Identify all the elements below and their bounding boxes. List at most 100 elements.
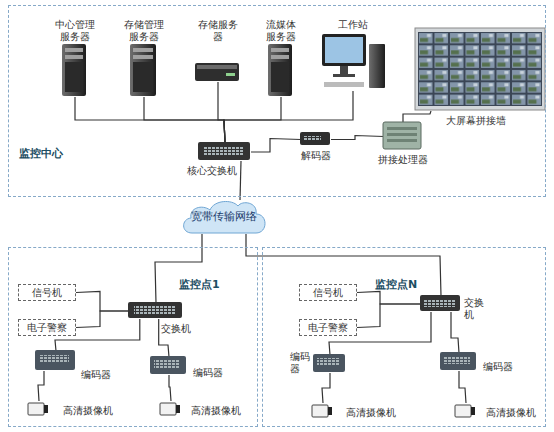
device-box: 信号机 — [18, 284, 76, 301]
workstation-icon — [325, 37, 363, 63]
workstation-icon — [340, 66, 348, 74]
device-label: 拼接处理器 — [376, 154, 430, 166]
network-switch-icon — [128, 302, 182, 318]
decoder-icon — [300, 132, 330, 145]
network-link — [331, 136, 384, 140]
network-switch-icon — [198, 142, 250, 160]
camera-node: 高清摄像机 — [456, 403, 476, 421]
workstation-node: 工作站 — [319, 33, 387, 91]
device-label: 交换机 — [464, 297, 486, 321]
device-label: 电子警察 — [19, 322, 75, 334]
storage-server-icon — [195, 63, 239, 81]
network-link — [357, 292, 421, 305]
encoder-icon — [444, 356, 470, 364]
camera-icon — [455, 405, 475, 417]
splicing-processor-icon — [387, 139, 417, 142]
camera-icon — [312, 405, 328, 417]
region-box: 监控中心中心管理服务器存储管理服务器存储服务器流媒体服务器工作站大屏幕拼接墙核心… — [8, 5, 546, 197]
tower-server-icon — [62, 44, 86, 96]
network-link — [169, 375, 171, 401]
encoder-icon — [440, 352, 476, 370]
network-link — [218, 82, 225, 143]
device-box: 电子警察 — [299, 319, 357, 336]
network-switch-icon — [420, 295, 460, 311]
device-label: 信号机 — [300, 287, 356, 299]
encoder-node: 编码器 — [314, 355, 346, 373]
device-label: 解码器 — [296, 150, 336, 162]
device-label: 交换机 — [161, 323, 201, 335]
workstation-icon — [369, 44, 385, 88]
encoder-node: 编码器 — [441, 353, 477, 371]
tower-server-icon — [268, 44, 292, 96]
camera-icon — [44, 405, 48, 413]
encoder-icon — [313, 354, 345, 372]
network-link — [38, 371, 44, 401]
region-box: 监控点1信号机电子警察交换机编码器编码器高清摄像机高清摄像机 — [8, 247, 258, 427]
network-switch-icon — [198, 142, 250, 160]
network-link — [224, 91, 353, 143]
splicing-processor-icon — [387, 127, 417, 130]
camera-node: 高清摄像机 — [313, 403, 333, 421]
switch-node: 交换机 — [129, 303, 183, 319]
storage-server-icon — [197, 65, 237, 69]
region-title: 监控点N — [375, 278, 445, 291]
network-switch-icon — [128, 302, 182, 318]
camera-icon — [28, 403, 44, 415]
network-switch-icon — [424, 299, 456, 307]
workstation-icon — [322, 34, 366, 66]
video-wall-node: 大屏幕拼接墙 — [416, 29, 546, 111]
device-label: 信号机 — [19, 287, 75, 299]
tower-server-icon — [133, 62, 153, 92]
decoder-icon — [303, 136, 321, 141]
camera-icon — [176, 405, 180, 413]
device-label: 高清摄像机 — [346, 407, 406, 419]
device-label: 编码器 — [483, 361, 523, 373]
decoder-icon — [300, 132, 330, 145]
network-switch-icon — [204, 147, 244, 155]
device-label: 宽带传输网络 — [180, 210, 268, 223]
network-link — [76, 311, 129, 328]
workstation-icon — [322, 34, 385, 88]
region-title: 监控点1 — [179, 278, 249, 291]
tower-server-icon — [271, 48, 289, 52]
decoder-node: 解码器 — [301, 133, 331, 146]
network-link — [357, 304, 421, 328]
encoder-icon — [154, 360, 180, 368]
device-label: 高清摄像机 — [191, 405, 251, 417]
network-link — [403, 111, 431, 123]
processor-node: 拼接处理器 — [384, 123, 422, 150]
tower-server-icon — [271, 55, 289, 59]
network-link — [251, 139, 301, 153]
device-box: 电子警察 — [18, 319, 76, 336]
encoder-icon — [150, 356, 186, 374]
device-label: 高清摄像机 — [486, 407, 546, 419]
device-label: 中心管理服务器 — [53, 19, 97, 43]
network-link — [144, 97, 225, 143]
server-node: 中心管理服务器 — [63, 45, 87, 97]
server-node: 流媒体服务器 — [269, 45, 293, 97]
network-link — [55, 319, 140, 351]
network-link — [155, 234, 202, 303]
encoder-icon — [150, 356, 186, 374]
tower-server-icon — [268, 44, 292, 96]
device-label: 存储服务器 — [196, 19, 240, 43]
camera-icon — [455, 405, 471, 417]
network-link — [76, 292, 129, 312]
tower-server-icon — [130, 44, 156, 96]
tower-server-icon — [271, 62, 289, 92]
tower-server-icon — [130, 44, 156, 96]
network-cloud: 宽带传输网络 — [180, 200, 268, 234]
storage-server-icon — [226, 73, 235, 76]
device-label: 编码器 — [81, 369, 121, 381]
server-node: 存储服务器 — [196, 64, 240, 82]
network-link — [459, 371, 466, 403]
encoder-icon — [313, 354, 345, 372]
tower-server-icon — [65, 55, 83, 59]
workstation-icon — [333, 74, 355, 77]
camera-icon — [471, 407, 475, 415]
server-node: 存储管理服务器 — [131, 45, 157, 97]
device-label: 编码器 — [193, 367, 233, 379]
network-link — [240, 161, 241, 200]
